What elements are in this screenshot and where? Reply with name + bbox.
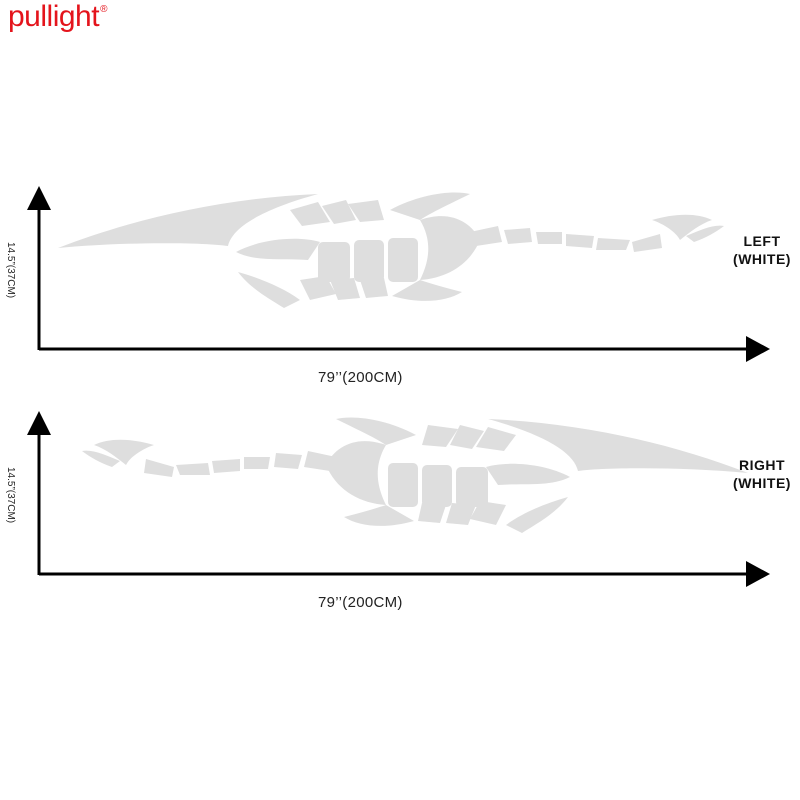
arrow-up-icon [27,186,51,210]
decal-diagram-left [27,186,770,362]
side-label-line2: (WHITE) [733,251,791,267]
dimension-axes-right [27,411,770,587]
height-dimension-label: 14.5”(37CM) [5,467,16,524]
width-dimension-label: 79’’(200CM) [318,594,403,611]
brand-name: pullight [8,0,100,33]
width-dimension-label: 79’’(200CM) [318,369,403,386]
side-label-line1: LEFT [743,233,781,249]
arrow-up-icon [27,411,51,435]
decal-panel-right: 14.5”(37CM) 79’’(200CM) RIGHT (WHITE) [0,405,800,615]
arrow-right-icon [746,336,770,362]
decal-panel-left: 14.5”(37CM) 79’’(200CM) LEFT (WHITE) [0,180,800,390]
dimension-axes-left [27,186,770,362]
decal-diagram-right [27,411,770,587]
side-label-line2: (WHITE) [733,475,791,491]
scorpion-decal-left [58,192,724,308]
arrow-right-icon [746,561,770,587]
brand-logo: pullight® [8,0,107,34]
side-label-line1: RIGHT [738,457,786,473]
side-label-right: RIGHT (WHITE) [724,456,800,492]
scorpion-decal-right [82,417,748,533]
side-label-left: LEFT (WHITE) [724,232,800,268]
height-dimension-label: 14.5”(37CM) [5,242,16,299]
registered-mark: ® [100,4,107,15]
